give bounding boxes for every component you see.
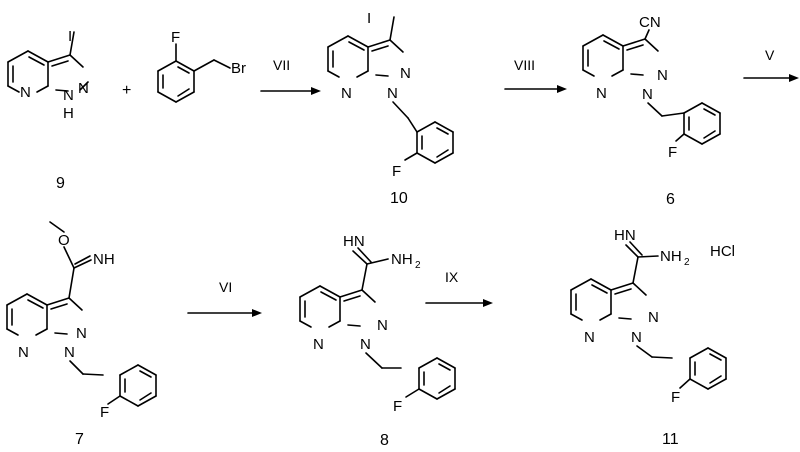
atom-nitrogen: N [64, 344, 75, 361]
atom-amine-nh2: NH [660, 248, 682, 265]
arrow-step-VI: VI [187, 279, 262, 317]
step-label: V [765, 47, 775, 63]
step-label: VII [273, 57, 290, 73]
atom-fluorine: F [392, 163, 401, 180]
compound-10: I N N N F 10 [327, 10, 454, 207]
plus-sign: + [122, 82, 131, 99]
atom-nitrogen: N [18, 344, 29, 361]
atom-nitrogen: N [387, 85, 398, 102]
compound-8: HN NH 2 N N N F 8 [299, 233, 456, 449]
atom-nitrogen: N [20, 84, 31, 101]
compound-9: I N N H N 9 [7, 28, 89, 192]
compound-2-fluorobenzyl-bromide: F Br [157, 29, 246, 103]
compound-label: 10 [390, 190, 408, 207]
atom-fluorine: F [671, 389, 680, 406]
atom-nitrogen: N [400, 65, 411, 82]
atom-oxygen: O [58, 232, 70, 249]
step-label: IX [445, 269, 459, 285]
atom-nitrogen: N [78, 80, 89, 97]
subscript-2: 2 [684, 257, 690, 268]
atom-nitrogen: N [341, 85, 352, 102]
atom-nitrogen: N [648, 309, 659, 326]
atom-fluorine: F [171, 29, 180, 46]
atom-nitrogen: N [360, 336, 371, 353]
atom-imine-hn: HN [614, 227, 636, 244]
step-label: VI [219, 279, 232, 295]
compound-label: 11 [662, 431, 679, 448]
atom-nitrogen: N [76, 325, 87, 342]
atom-nitrogen: N [596, 85, 607, 102]
step-label: VIII [514, 57, 535, 73]
atom-bromine: Br [231, 60, 246, 77]
atom-cyano: CN [639, 14, 661, 31]
atom-fluorine: F [100, 404, 109, 421]
hydrochloride-label: HCl [710, 243, 735, 260]
compound-label: 7 [75, 431, 84, 448]
compound-label: 9 [56, 175, 65, 192]
atom-nitrogen: N [63, 87, 74, 104]
arrow-step-V: V [743, 47, 799, 82]
atom-iodine: I [367, 10, 371, 27]
atom-nitrogen: N [377, 317, 388, 334]
atom-nitrogen: N [642, 86, 653, 103]
atom-fluorine: F [668, 144, 677, 161]
atom-nitrogen: N [631, 329, 642, 346]
compound-label: 8 [380, 432, 389, 449]
compound-7: O NH N N N F 7 [6, 221, 157, 448]
subscript-2: 2 [415, 260, 421, 271]
atom-amine-nh2: NH [391, 251, 413, 268]
atom-iodine: I [68, 28, 72, 45]
atom-imine-hn: HN [343, 233, 365, 250]
arrow-step-VIII: VIII [504, 57, 567, 93]
atom-nitrogen: N [657, 67, 668, 84]
compound-6: CN N N N F 6 [582, 14, 721, 208]
compound-11: HN NH 2 HCl N N N F 11 [570, 227, 735, 448]
atom-nitrogen: N [584, 329, 595, 346]
atom-fluorine: F [393, 398, 402, 415]
atom-imine-nh: NH [93, 251, 115, 268]
arrow-step-IX: IX [425, 269, 493, 307]
atom-hydrogen: H [63, 105, 74, 122]
atom-nitrogen: N [313, 336, 324, 353]
arrow-step-VII: VII [260, 57, 321, 95]
compound-label: 6 [666, 191, 675, 208]
